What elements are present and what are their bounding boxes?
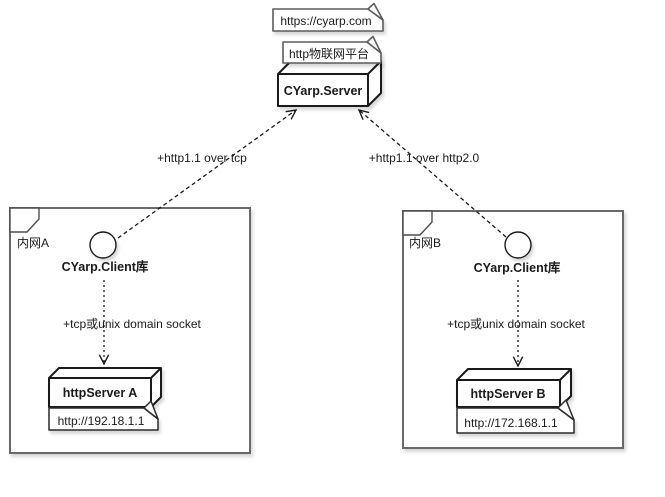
httpserver-a-label: httpServer A [63, 386, 138, 400]
url-note: https://cyarp.com [272, 2, 384, 32]
server-node: CYarp.Server [277, 60, 382, 107]
url-note-body [272, 8, 384, 32]
httpserver-b-cube-edges [457, 368, 572, 407]
client-a: CYarp.Client库 +tcp或unix domain socket [62, 231, 202, 364]
platform-note-fold-icon [366, 35, 382, 54]
address-b-note-fold-icon [557, 399, 575, 421]
connections: +http1.1 over tcp +http1.1 over http2.0 [117, 110, 507, 239]
address-b-label: http://172.168.1.1 [464, 416, 558, 430]
address-a-note-fold-icon [143, 400, 159, 420]
zone-a-label: 内网A [17, 236, 49, 250]
httpserver-b: httpServer B http://172.168.1.1 [456, 368, 575, 434]
client-a-interface-circle-icon [89, 231, 117, 259]
platform-note-body [282, 41, 382, 64]
zone-b-folded-corner-icon [402, 210, 433, 236]
client-b-label: CYarp.Client库 [474, 260, 561, 275]
arrow-client-b-to-server [359, 110, 507, 238]
httpserver-a: httpServer A http://192.18.1.1 [48, 367, 162, 431]
platform-note: http物联网平台 [282, 35, 382, 64]
client-a-label: CYarp.Client库 [62, 259, 149, 274]
zone-a-folded-corner-icon [9, 207, 40, 233]
httpserver-b-label: httpServer B [470, 387, 545, 401]
platform-note-label: http物联网平台 [289, 46, 369, 61]
address-b-note-body [456, 407, 575, 434]
connection-a-label: +http1.1 over tcp [157, 151, 247, 165]
arrow-client-a-to-server [117, 110, 296, 239]
connection-b-label: +http1.1 over http2.0 [369, 151, 480, 165]
url-note-label: https://cyarp.com [280, 14, 371, 28]
client-b-interface-circle-icon [504, 231, 532, 259]
socket-a-label: +tcp或unix domain socket [63, 317, 201, 331]
socket-b-label: +tcp或unix domain socket [447, 317, 585, 331]
client-b: CYarp.Client库 +tcp或unix domain socket [447, 231, 586, 366]
zone-b-label: 内网B [409, 236, 441, 250]
server-node-label: CYarp.Server [284, 84, 363, 98]
url-note-fold-icon [367, 2, 384, 21]
address-a-label: http://192.18.1.1 [58, 414, 145, 428]
httpserver-a-cube-edges [49, 367, 162, 407]
address-a-note-body [48, 407, 159, 431]
